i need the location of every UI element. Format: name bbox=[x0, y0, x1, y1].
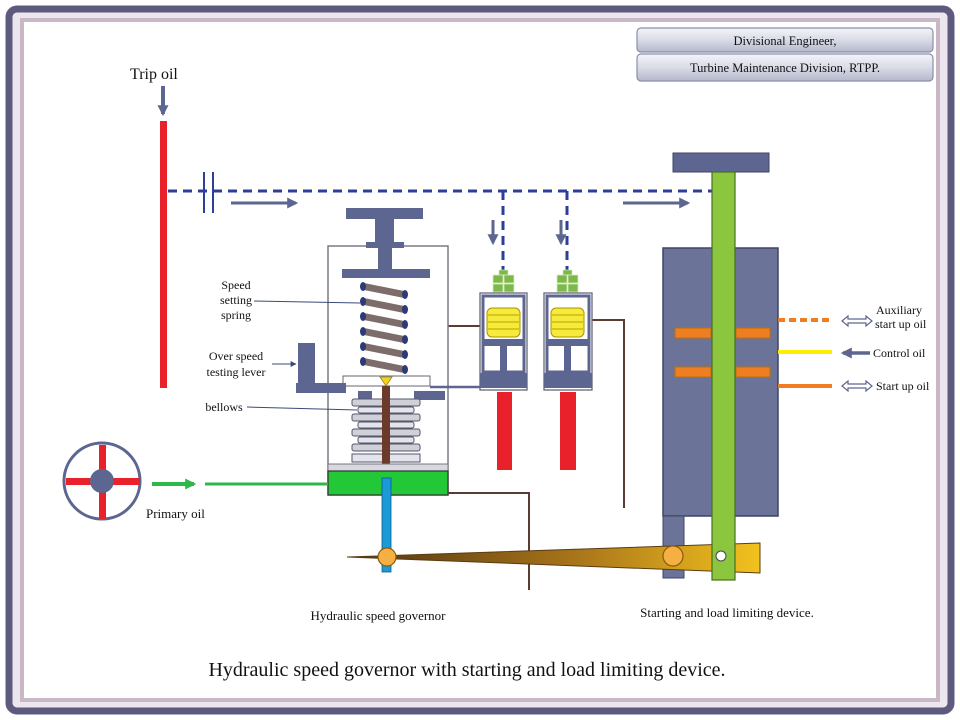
speed-setting-spring bbox=[360, 282, 408, 374]
spring-coil-end bbox=[402, 350, 408, 359]
header-line-2: Turbine Maintenance Division, RTPP. bbox=[690, 61, 880, 75]
bellows-pointer bbox=[246, 406, 358, 411]
spring-coil bbox=[364, 283, 404, 298]
over-speed-lever-arm bbox=[296, 383, 346, 393]
lever-pivot-governor bbox=[377, 547, 397, 567]
spring-coil-end bbox=[402, 335, 408, 344]
speed-setting-spring-label-line-2: setting bbox=[220, 293, 252, 307]
governor-flange bbox=[366, 242, 404, 248]
auxiliary-start-up-oil-label: start up oil bbox=[875, 317, 927, 331]
start-up-oil-label: Start up oil bbox=[876, 379, 930, 393]
lever-pivot-starting-device bbox=[662, 545, 684, 567]
spring-coil-end bbox=[360, 282, 366, 291]
starting-device-spindle bbox=[711, 171, 736, 581]
trip-oil-label: Trip oil bbox=[130, 66, 178, 83]
valve-1-cap-cell bbox=[492, 283, 504, 293]
speed-setting-spring-pointer bbox=[253, 300, 361, 304]
header-box-2 bbox=[636, 53, 934, 82]
valve-1-trip-oil-rod bbox=[497, 392, 512, 470]
start-up-oil-double-arrow-icon bbox=[841, 379, 873, 393]
spring-coil bbox=[364, 358, 404, 373]
header-line-1: Divisional Engineer, bbox=[734, 34, 837, 48]
spindle-pin bbox=[715, 550, 727, 562]
valve-1-piston bbox=[484, 339, 523, 346]
spring-coil bbox=[364, 328, 404, 343]
bellows-rod bbox=[382, 386, 390, 468]
floating-lever bbox=[346, 542, 761, 574]
starting-device-top-cap bbox=[672, 152, 770, 173]
starting-device-port-upper-right bbox=[735, 327, 771, 339]
spring-coil-end bbox=[360, 297, 366, 306]
governor-handwheel-bar bbox=[346, 208, 423, 219]
over-speed-lever-label-line-2: testing lever bbox=[207, 365, 266, 379]
starting-device-port-lower-right bbox=[735, 366, 771, 378]
spring-coil-end bbox=[360, 312, 366, 321]
bellows-label: bellows bbox=[205, 400, 243, 414]
spring-coil-end bbox=[402, 305, 408, 314]
governor-base-plate bbox=[327, 463, 449, 472]
over-speed-lever-label-line-1: Over speed bbox=[209, 349, 263, 363]
valve-2-cap-cell bbox=[567, 274, 579, 284]
valve-2-piston bbox=[548, 339, 588, 346]
link-valve-2-drain bbox=[592, 319, 625, 508]
primary-oil-label: Primary oil bbox=[146, 506, 205, 521]
over-speed-lever-handle bbox=[298, 343, 315, 387]
valve-1-cap-cell bbox=[503, 283, 515, 293]
spring-coil bbox=[364, 313, 404, 328]
speed-setting-spring-label-line-1: Speed bbox=[221, 278, 250, 292]
spring-top-plate bbox=[342, 269, 430, 278]
trip-oil-line bbox=[160, 121, 167, 388]
valve-2-trip-oil-rod bbox=[560, 392, 576, 470]
valve-2-base bbox=[544, 373, 592, 388]
governor-stop-right bbox=[414, 391, 445, 400]
spring-coil-end bbox=[360, 342, 366, 351]
valve-2-cap-cell bbox=[567, 283, 579, 293]
starting-device-label: Starting and load limiting device. bbox=[640, 605, 814, 620]
spring-coil-end bbox=[402, 320, 408, 329]
governor-lower-stem bbox=[378, 248, 392, 270]
spring-coil-end bbox=[360, 327, 366, 336]
governor-upper-stem bbox=[375, 219, 394, 242]
spring-coil bbox=[364, 343, 404, 358]
valve-1-cap-cell bbox=[503, 274, 515, 284]
figure-caption: Hydraulic speed governor with starting a… bbox=[208, 659, 725, 681]
valve-2-cap-cell bbox=[556, 274, 568, 284]
valve-1-base bbox=[480, 373, 527, 388]
spring-coil-end bbox=[402, 290, 408, 299]
spring-coil bbox=[364, 298, 404, 313]
valve-2-piston-rod bbox=[564, 346, 571, 373]
valve-1-cap-cell bbox=[492, 274, 504, 284]
hydraulic-speed-governor-label: Hydraulic speed governor bbox=[310, 608, 446, 623]
header-box-1 bbox=[636, 27, 934, 53]
pilot-valve-1 bbox=[479, 269, 528, 470]
pump-hub bbox=[90, 469, 114, 493]
valve-1-cap-top bbox=[498, 269, 509, 276]
auxiliary-start-up-oil-double-arrow-icon bbox=[841, 314, 873, 328]
valve-2-cap-cell bbox=[556, 283, 568, 293]
pilot-valve-2 bbox=[543, 269, 593, 470]
spring-seat-triangle bbox=[379, 376, 393, 387]
valve-2-cap-top bbox=[562, 269, 573, 276]
valve-1-piston-rod bbox=[500, 346, 507, 373]
spring-coil-end bbox=[360, 357, 366, 366]
governor-stop-left bbox=[358, 391, 372, 400]
speed-setting-spring-label-line-3: spring bbox=[221, 308, 251, 322]
starting-device-port-lower-left bbox=[674, 366, 712, 378]
control-oil-label: Control oil bbox=[873, 346, 926, 360]
spring-coil-end bbox=[402, 365, 408, 374]
governor-output-rod bbox=[381, 477, 392, 573]
starting-device-port-upper-left bbox=[674, 327, 712, 339]
auxiliary-label: Auxiliary bbox=[876, 303, 922, 317]
